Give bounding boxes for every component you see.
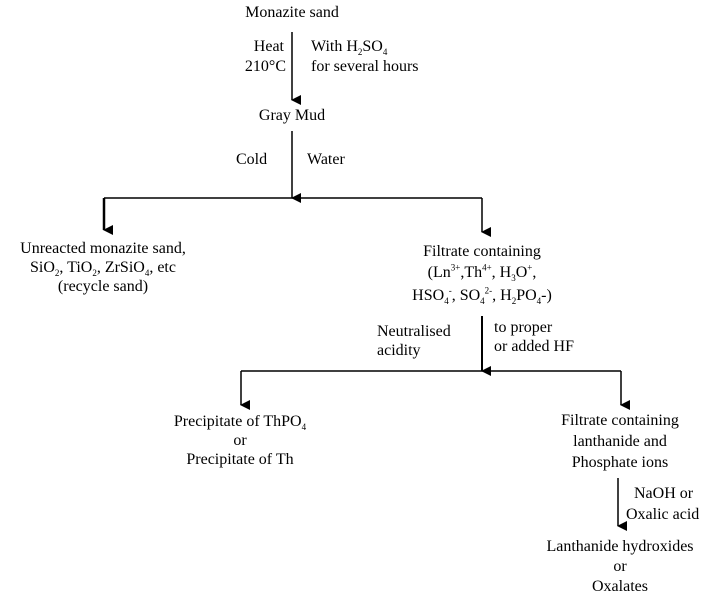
node-final-line2: or [613,558,627,575]
node-precipitate-line3: Precipitate of Th [186,451,294,468]
node-filtrate1-line1: Filtrate containing [423,243,541,260]
label-with-acid: With H2SO4 [311,38,388,58]
label-added-hf: or added HF [494,338,574,355]
node-precipitate-line2: or [233,432,247,449]
node-final-line3: Oxalates [592,578,648,595]
label-oxalic-acid: Oxalic acid [626,506,700,523]
label-temperature: 210°C [244,58,286,75]
label-acidity: acidity [377,342,421,359]
label-naoh: NaOH or [634,485,694,502]
node-filtrate1-line2: (Ln3+,Th4+, H3O+, [427,262,537,284]
label-cold: Cold [236,151,268,168]
node-unreacted-line2: SiO2, TiO2, ZrSiO4, etc [30,259,176,279]
label-heat: Heat [253,38,284,55]
node-monazite-sand: Monazite sand [245,4,339,21]
label-to-proper: to proper [494,319,553,336]
node-precipitate-line1: Precipitate of ThPO4 [173,413,307,433]
node-filtrate2-line2: lanthanide and [573,433,667,450]
node-gray-mud: Gray Mud [258,107,326,124]
node-filtrate1-line3: HSO4-, SO42-, H2PO4-) [412,285,552,307]
label-neutralised: Neutralised [377,323,451,340]
label-duration: for several hours [311,58,419,75]
node-unreacted-line1: Unreacted monazite sand, [20,240,186,257]
node-filtrate2-line3: Phosphate ions [571,454,669,471]
node-final-line1: Lanthanide hydroxides [546,538,694,555]
node-unreacted-line3: (recycle sand) [57,278,149,295]
node-filtrate2-line1: Filtrate containing [561,412,679,429]
label-water: Water [307,151,345,168]
